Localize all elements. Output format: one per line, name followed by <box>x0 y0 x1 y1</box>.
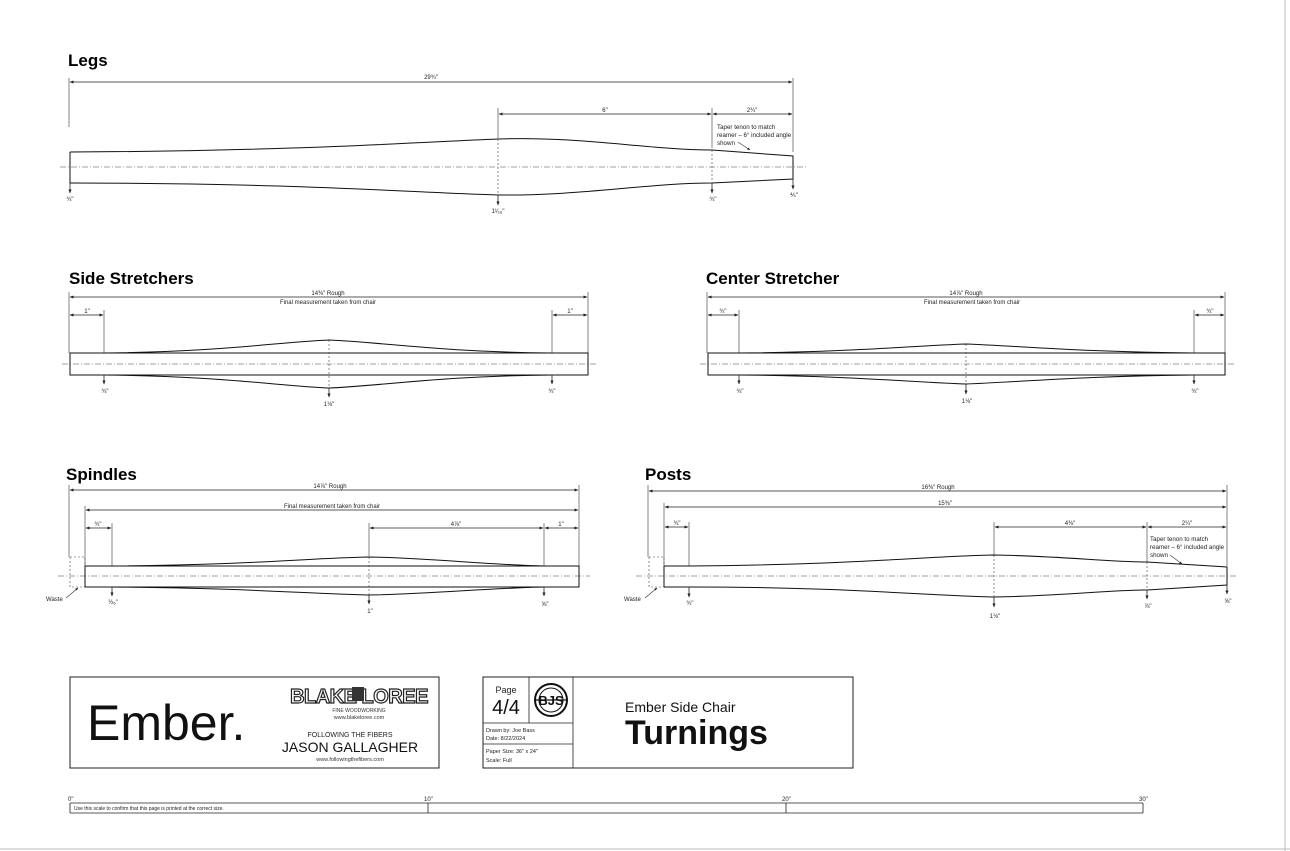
center-note: Final measurement taken from chair <box>924 300 1020 306</box>
side-d-mid: 1⅛" <box>324 402 334 408</box>
scale-tick-30: 30" <box>1139 797 1148 803</box>
spindles-title: Spindles <box>66 465 137 484</box>
legs-d-tenon: ¾" <box>709 197 716 203</box>
drawing-subtitle: Ember Side Chair <box>625 699 736 715</box>
brand-block: Ember. BLAKE LOREE FINE WOODWORKING www.… <box>69 676 440 769</box>
legs-title: Legs <box>68 51 108 70</box>
scale-tick-0: 0" <box>68 797 73 803</box>
legs-mid-dim: 6" <box>602 108 607 114</box>
chair-icon <box>352 687 364 701</box>
posts-d-left: ¾" <box>686 601 693 607</box>
spindles-d-right: ⅝" <box>541 602 548 608</box>
scale-bar: 0" 10" 20" 30" Use this scale to confirm… <box>68 797 1148 814</box>
posts-mid-dim: 4⅜" <box>1065 521 1075 527</box>
posts-note-2: reamer – 6° included angle <box>1150 544 1225 551</box>
center-d-right: ¾" <box>1191 389 1198 395</box>
spindles-mid-dim: 4⅞" <box>451 522 461 528</box>
posts-drawing: Posts 16⅜" Rough 15⅜" ¾" 4⅜" 2¼" Taper t… <box>624 465 1238 620</box>
scale-tick-20: 20" <box>782 797 791 803</box>
side-note: Final measurement taken from chair <box>280 300 376 306</box>
posts-left-dim: ¾" <box>673 521 680 527</box>
partner-tag: FOLLOWING THE FIBERS <box>307 732 392 739</box>
spindles-note: Final measurement taken from chair <box>284 504 380 510</box>
monogram-icon: BJS <box>534 683 568 717</box>
legs-note-3: shown <box>717 140 735 147</box>
legs-d-mid: 1¹⁄₁₆" <box>492 209 505 215</box>
maker-sub: FINE WOODWORKING <box>332 708 385 714</box>
posts-title: Posts <box>645 465 691 484</box>
page-number: 4/4 <box>492 697 520 719</box>
spindles-waste-label: Waste <box>46 597 63 603</box>
posts-overall-dim: 16⅜" Rough <box>921 485 954 491</box>
side-left-dim: 1" <box>84 309 89 315</box>
legs-d-end: ⅘" <box>790 193 798 199</box>
spindles-drawing: Spindles 14⅞" Rough Final measurement ta… <box>46 465 590 615</box>
scale: Scale: Full <box>486 758 512 764</box>
drawn-by: Drawn by: Joe Bass <box>486 728 535 734</box>
title-block: Page 4/4 BJS Drawn by: Joe Bass Date: 8/… <box>482 676 854 769</box>
legs-note-1: Taper tenon to match <box>717 124 776 131</box>
monogram-text: BJS <box>538 693 564 708</box>
spindles-overall-dim: 14⅞" Rough <box>313 484 346 490</box>
posts-d-tenon: ⅞" <box>1144 604 1151 610</box>
side-d-right: ¾" <box>548 389 555 395</box>
scale-tick-10: 10" <box>424 797 433 803</box>
legs-drawing: Legs 29¾" 6" 2¾" Taper tenon to match re… <box>60 51 806 215</box>
legs-overall-dim: 29¾" <box>424 75 438 81</box>
center-stretcher-drawing: Center Stretcher 14⅞" Rough Final measur… <box>700 269 1236 405</box>
spindles-d-left: ½₆" <box>108 599 118 606</box>
posts-waste-label: Waste <box>624 597 641 603</box>
posts-note-1: Taper tenon to match <box>1150 536 1209 543</box>
legs-note-2: reamer – 6° included angle <box>717 132 792 139</box>
scale-note: Use this scale to confirm that this page… <box>74 806 224 812</box>
posts-inner-dim: 15⅜" <box>938 501 952 507</box>
brand-wordmark: Ember. <box>87 695 245 751</box>
paper-size: Paper Size: 36" x 24" <box>486 749 538 755</box>
center-left-dim: ¾" <box>719 309 726 315</box>
side-title: Side Stretchers <box>69 269 194 288</box>
posts-d-mid: 1⅛" <box>990 614 1000 620</box>
legs-d-left: ¾" <box>66 197 73 203</box>
spindles-right-dim: 1" <box>558 522 563 528</box>
center-title: Center Stretcher <box>706 269 840 288</box>
center-d-left: ¾" <box>736 389 743 395</box>
date: Date: 8/22/2024 <box>486 736 525 742</box>
posts-d-end: ⅝" <box>1224 599 1231 605</box>
page-label: Page <box>495 685 516 695</box>
center-d-mid: 1⅛" <box>962 399 972 405</box>
center-overall-dim: 14⅞" Rough <box>949 291 982 297</box>
spindles-d-mid: 1" <box>367 609 372 615</box>
posts-tenon-dim: 2¼" <box>1182 521 1192 527</box>
posts-note-3: shown <box>1150 552 1168 559</box>
side-d-left: ¾" <box>101 389 108 395</box>
spindles-left-dim: ¾" <box>94 522 101 528</box>
maker-url: www.blakeloree.com <box>333 715 385 721</box>
legs-tenon-dim: 2¾" <box>747 108 757 114</box>
side-overall-dim: 14⅜" Rough <box>311 291 344 297</box>
side-stretchers-drawing: Side Stretchers 14⅜" Rough Final measure… <box>62 269 598 408</box>
drawing-title: Turnings <box>625 714 768 752</box>
maker-logo: BLAKE LOREE <box>289 685 429 708</box>
center-right-dim: ¾" <box>1206 309 1213 315</box>
partner-name: JASON GALLAGHER <box>282 739 418 755</box>
partner-url: www.followingthefibers.com <box>315 757 384 763</box>
side-right-dim: 1" <box>567 309 572 315</box>
